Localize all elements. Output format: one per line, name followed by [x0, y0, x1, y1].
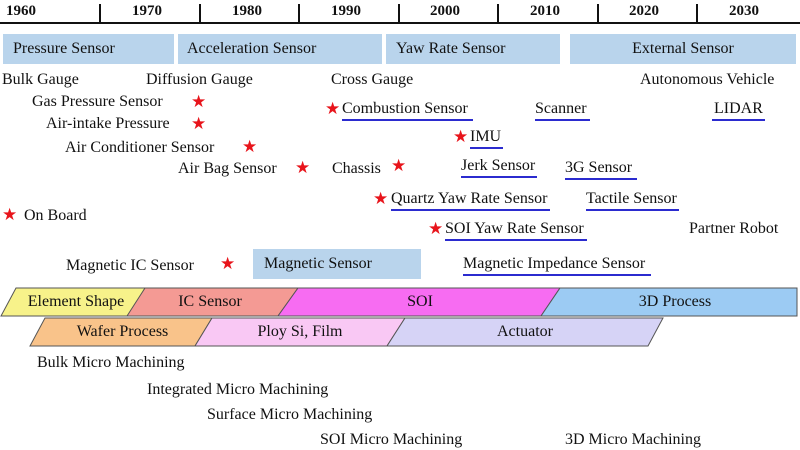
label-scanner: Scanner: [535, 100, 590, 121]
label-imu: IMU: [470, 128, 504, 149]
label-bulk-micro-machining: Bulk Micro Machining: [37, 354, 185, 371]
label-integrated-micro-machining: Integrated Micro Machining: [147, 381, 329, 398]
axis-tick: [696, 4, 698, 24]
year-label: 1990: [331, 3, 361, 19]
band-external-sensor: External Sensor: [570, 34, 796, 64]
label-tactile-sensor: Tactile Sensor: [586, 190, 679, 211]
star-icon: ★: [428, 219, 444, 238]
label-partner-robot: Partner Robot: [689, 220, 779, 237]
process-3d-process: 3D Process: [638, 293, 712, 310]
band-yaw-rate-sensor: Yaw Rate Sensor: [386, 34, 560, 64]
process-ic-sensor: IC Sensor: [178, 293, 242, 310]
band-pressure-sensor: Pressure Sensor: [3, 34, 174, 64]
label-magnetic-impedance-sensor: Magnetic Impedance Sensor: [463, 255, 652, 276]
label-air-bag-sensor: Air Bag Sensor: [178, 160, 277, 177]
year-label: 2030: [729, 3, 759, 19]
shape-actuator: [386, 317, 664, 347]
label-diffusion-gauge: Diffusion Gauge: [146, 71, 253, 88]
star-icon: ★: [295, 158, 311, 177]
year-label: 1970: [132, 3, 162, 19]
process-soi: SOI: [407, 293, 433, 310]
year-label: 1960: [6, 3, 36, 19]
label-lidar: LIDAR: [712, 100, 765, 121]
band-magnetic-sensor: Magnetic Sensor: [253, 249, 421, 279]
shape-3d-process: [540, 287, 798, 317]
star-icon: ★: [191, 114, 207, 133]
axis-tick: [597, 4, 599, 24]
label-combustion-sensor: Combustion Sensor: [342, 100, 473, 121]
axis-tick: [199, 4, 201, 24]
star-icon: ★: [242, 137, 258, 156]
band-acceleration-sensor: Acceleration Sensor: [178, 34, 382, 64]
label-3d-micro-machining: 3D Micro Machining: [565, 431, 701, 448]
process-poly-si-film: Ploy Si, Film: [257, 323, 343, 340]
label-surface-micro-machining: Surface Micro Machining: [207, 406, 373, 423]
label-3g-sensor: 3G Sensor: [565, 159, 638, 180]
legend-on-board: On Board: [24, 207, 87, 224]
label-gas-pressure-sensor: Gas Pressure Sensor: [32, 93, 163, 110]
label-soi-micro-machining: SOI Micro Machining: [320, 431, 463, 448]
star-icon: ★: [453, 127, 469, 146]
star-icon: ★: [391, 156, 407, 175]
axis-tick: [398, 4, 400, 24]
label-soi-yaw-rate-sensor: SOI Yaw Rate Sensor: [445, 220, 587, 241]
label-air-conditioner-sensor: Air Conditioner Sensor: [65, 139, 215, 156]
star-icon: ★: [220, 254, 236, 273]
process-actuator: Actuator: [497, 323, 553, 340]
axis-line: [0, 22, 800, 24]
label-cross-gauge: Cross Gauge: [331, 71, 414, 88]
year-label: 2020: [629, 3, 659, 19]
axis-tick: [298, 4, 300, 24]
star-icon: ★: [2, 205, 18, 224]
label-bulk-gauge: Bulk Gauge: [2, 71, 79, 88]
star-icon: ★: [325, 99, 341, 118]
year-label: 1980: [232, 3, 262, 19]
star-icon: ★: [191, 92, 207, 111]
axis-tick: [497, 4, 499, 24]
label-chassis: Chassis: [332, 160, 381, 177]
star-icon: ★: [373, 189, 389, 208]
process-wafer-process: Wafer Process: [76, 323, 169, 340]
axis-tick: [99, 4, 101, 24]
label-quartz-yaw-rate-sensor: Quartz Yaw Rate Sensor: [391, 190, 551, 211]
label-jerk-sensor: Jerk Sensor: [461, 157, 538, 178]
label-autonomous-vehicle: Autonomous Vehicle: [640, 71, 775, 88]
process-element-shape: Element Shape: [27, 293, 125, 310]
label-air-intake-pressure: Air-intake Pressure: [46, 115, 170, 132]
year-label: 2010: [530, 3, 560, 19]
label-magnetic-ic-sensor: Magnetic IC Sensor: [66, 257, 194, 274]
year-label: 2000: [430, 3, 460, 19]
